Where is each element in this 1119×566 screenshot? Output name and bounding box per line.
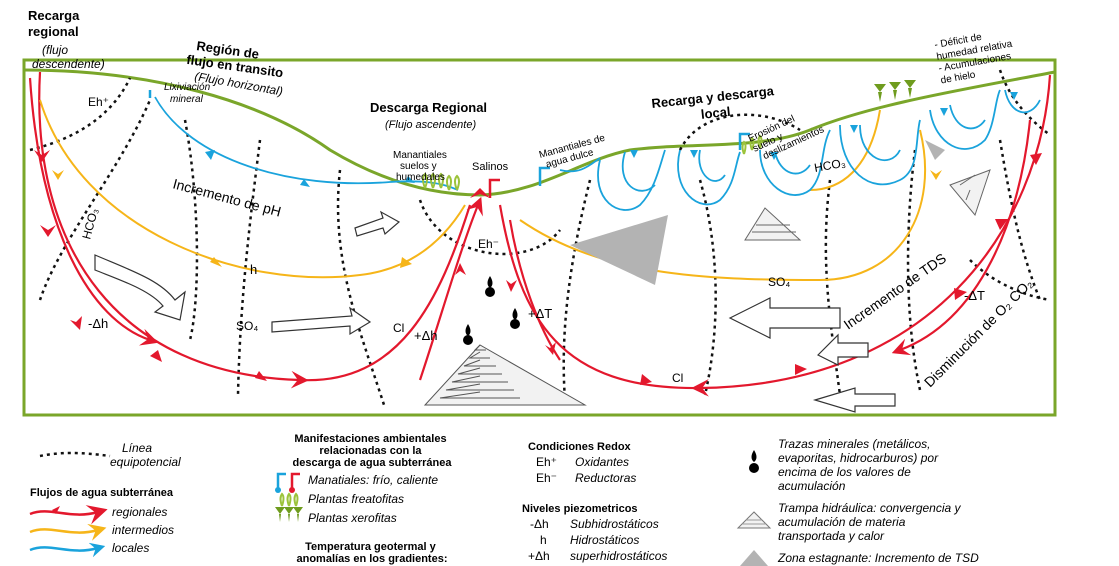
legend-manifestations: Manifestaciones ambientales relacionadas… <box>275 433 452 565</box>
legend-temp-title: Temperatura geotermal y anomalías en los… <box>297 541 448 565</box>
label-minus-dt: -ΔT <box>964 288 985 303</box>
legend-flujos-title: Flujos de agua subterránea <box>30 487 174 499</box>
legend-subhidro: Subhidrostáticos <box>570 517 659 531</box>
label-so4-right: SO₄ <box>768 275 790 289</box>
legend-xerofitas: Plantas xerofitas <box>308 511 397 525</box>
legend: Línea equipotencial Flujos de agua subte… <box>29 433 979 566</box>
legend-regionales: regionales <box>112 505 167 519</box>
mineral-traces <box>463 276 520 345</box>
legend-redox-title: Condiciones Redox <box>528 441 632 453</box>
label-hco3-right: HCO₃ <box>813 156 847 175</box>
label-hco3-left: HCO₃ <box>79 207 101 241</box>
label-cl-mid: Cl <box>393 321 404 335</box>
label-incremento-tds: Incremento de TDS <box>841 250 949 333</box>
label-salinos: Salinos <box>472 161 509 173</box>
label-eh-minus: Eh⁻ <box>478 237 499 251</box>
legend-intermedios: intermedios <box>112 523 174 537</box>
label-cl-bottom: Cl <box>672 371 683 385</box>
label-recarga-descarga-local: Recarga y descargalocal <box>651 83 777 127</box>
label-plus-dh: +Δh <box>414 328 438 343</box>
regional-flows <box>28 71 1052 397</box>
legend-linea-1: Línea <box>122 441 152 455</box>
label-flujo-ascendente: (Flujo ascendente) <box>385 119 476 131</box>
legend-eh-minus: Eh⁻ <box>536 471 557 485</box>
legend-redox: Condiciones Redox Eh⁺ Oxidantes Eh⁻ Redu… <box>528 441 636 485</box>
hydraulic-trap-right <box>949 169 991 217</box>
stagnant-zone-triangle <box>570 215 668 285</box>
legend-superhidro: superhidrostáticos <box>570 549 667 563</box>
legend-manif-title: Manifestaciones ambientales relacionadas… <box>293 433 453 469</box>
stagnant-zones <box>570 140 945 285</box>
xerophyte-plants <box>874 80 916 102</box>
legend-flows: Flujos de agua subterránea regionales in… <box>29 487 174 558</box>
label-minus-dh: -Δh <box>88 316 108 331</box>
legend-plus-dh: +Δh <box>528 549 550 563</box>
legend-symbols: Trazas minerales (metálicos, evaporitas,… <box>736 437 979 566</box>
label-incremento-ph: Incremento de pH <box>171 175 283 219</box>
ground-surface <box>23 68 1056 197</box>
legend-eh-plus: Eh⁺ <box>536 455 557 469</box>
hydraulic-trap-main <box>423 344 587 406</box>
equipotential-lines <box>29 69 1051 409</box>
stagnant-zone-small <box>925 140 945 160</box>
label-descarga-regional: Descarga Regional <box>370 100 487 115</box>
regional-arrow-marks <box>34 150 1042 385</box>
legend-minus-dh: -Δh <box>530 517 549 531</box>
label-h: h <box>250 262 257 277</box>
label-so4-left: SO₄ <box>236 319 258 333</box>
trend-arrows <box>94 210 896 413</box>
label-erosion: Erosión delsuelo ydeslizamientos <box>747 104 826 164</box>
legend-reductoras: Reductoras <box>575 471 636 485</box>
hydraulic-trap-small <box>744 207 802 241</box>
legend-oxidantes: Oxidantes <box>575 455 629 469</box>
legend-linea-2: equipotencial <box>110 455 181 469</box>
label-eh-plus: Eh⁺ <box>88 95 109 109</box>
legend-equipotential: Línea equipotencial <box>39 441 181 469</box>
legend-freatofitas: Plantas freatofitas <box>308 492 404 506</box>
legend-manantiales: Manatiales: frío, caliente <box>308 473 438 487</box>
local-flows <box>154 89 1041 211</box>
local-arrow-marks <box>205 92 1018 187</box>
legend-h: h <box>540 533 547 547</box>
legend-niveles: Niveles piezometricos -Δh Subhidrostátic… <box>522 503 667 563</box>
phreatophyte-plants <box>422 134 763 191</box>
legend-hidro: Hidrostáticos <box>570 533 639 547</box>
legend-zona: Zona estagnante: Incremento de TSD <box>777 551 979 565</box>
label-plus-dt: +ΔT <box>528 306 552 321</box>
diagram-frame <box>22 58 1057 417</box>
label-deficit: - Déficit dehumedad relativa- Acumulacio… <box>934 27 1018 87</box>
discharge-arrows <box>148 90 750 198</box>
legend-trampa: Trampa hidráulica: convergencia y acumul… <box>778 501 964 543</box>
legend-niveles-title: Niveles piezometricos <box>522 503 638 515</box>
legend-trazas: Trazas minerales (metálicos, evaporitas,… <box>778 437 941 493</box>
legend-locales: locales <box>112 541 149 555</box>
